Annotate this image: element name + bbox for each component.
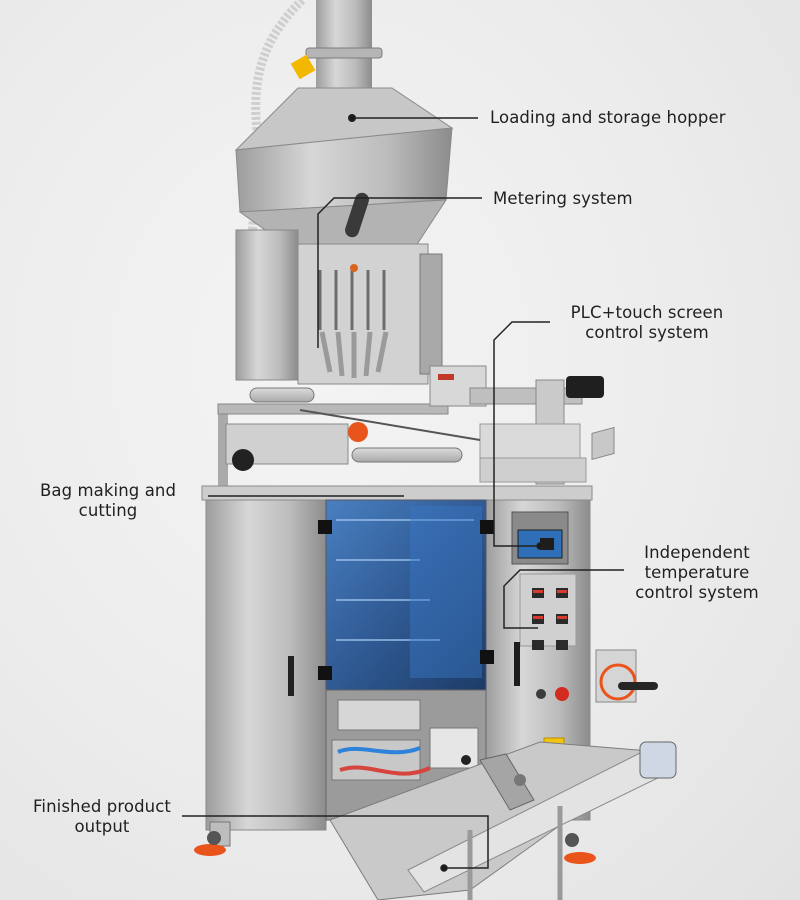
callout-plc-line1: PLC+touch screen <box>570 303 724 322</box>
film-frame <box>217 365 604 488</box>
metering-unit <box>235 229 443 385</box>
storage-hopper <box>234 87 454 253</box>
callout-temp: Independent temperature control system <box>622 543 772 603</box>
callout-metering: Metering system <box>493 189 633 208</box>
callout-output-line2: output <box>74 817 130 836</box>
temperature-module <box>595 649 658 703</box>
callout-output: Finished product output <box>22 797 182 837</box>
callout-output-line1: Finished product <box>33 797 171 816</box>
callout-temp-line1: Independent <box>644 543 750 562</box>
callout-plc-line2: control system <box>585 323 709 342</box>
callout-bag: Bag making and cutting <box>28 481 188 521</box>
feed-pipe <box>247 0 383 241</box>
callout-bag-line2: cutting <box>78 501 138 520</box>
callout-temp-line3: control system <box>635 583 759 602</box>
callout-plc: PLC+touch screen control system <box>562 303 732 343</box>
callout-bag-line1: Bag making and <box>39 481 177 500</box>
callout-hopper: Loading and storage hopper <box>490 108 726 127</box>
callout-temp-line2: temperature <box>644 563 750 582</box>
